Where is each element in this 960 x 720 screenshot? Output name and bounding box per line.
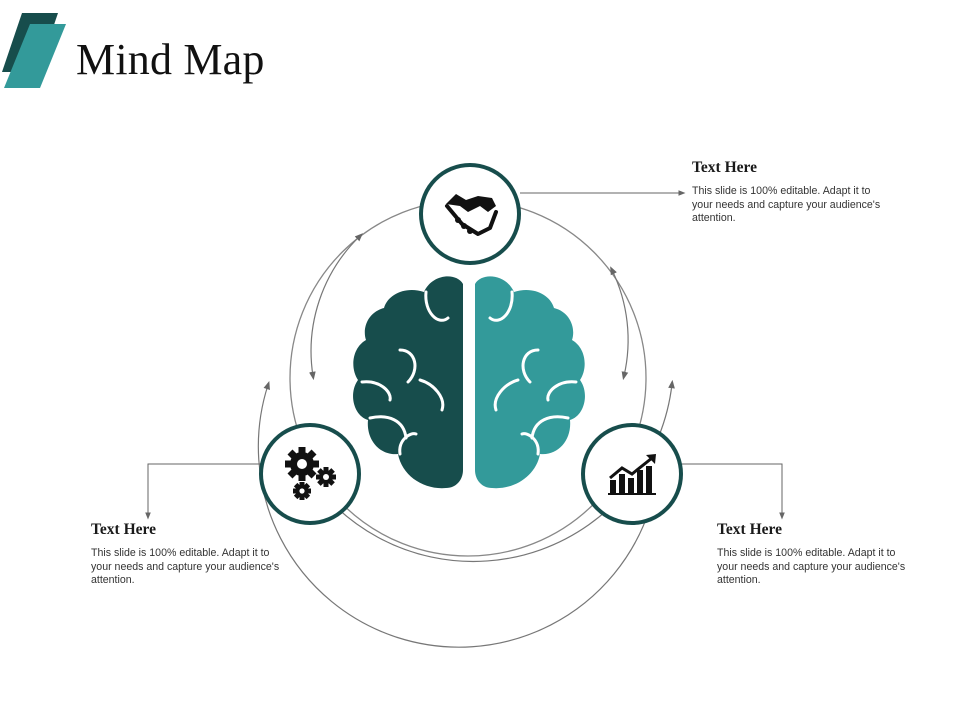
- text-block-top: Text Here This slide is 100% editable. A…: [692, 159, 892, 226]
- text-heading-right: Text Here: [717, 521, 782, 538]
- handshake-icon: [445, 194, 498, 236]
- cycle-arrow-left: [309, 233, 364, 381]
- connector-right: [682, 463, 785, 520]
- text-block-left: Text Here This slide is 100% editable. A…: [91, 521, 291, 588]
- page-title: Mind Map: [76, 35, 265, 84]
- text-body-left: This slide is 100% editable. Adapt it to…: [91, 547, 280, 586]
- brain-icon: [353, 276, 585, 489]
- gears-icon: [285, 447, 336, 500]
- node-top: [419, 163, 521, 265]
- text-heading-top: Text Here: [692, 159, 757, 176]
- logo-mark: [2, 13, 66, 88]
- cycle-arrow-right: [610, 266, 629, 381]
- connector-left: [145, 463, 262, 520]
- text-block-right: Text Here This slide is 100% editable. A…: [717, 521, 917, 588]
- text-body-right: This slide is 100% editable. Adapt it to…: [717, 547, 906, 586]
- text-body-top: This slide is 100% editable. Adapt it to…: [692, 185, 881, 224]
- text-heading-left: Text Here: [91, 521, 156, 538]
- growth-chart-icon: [608, 454, 656, 495]
